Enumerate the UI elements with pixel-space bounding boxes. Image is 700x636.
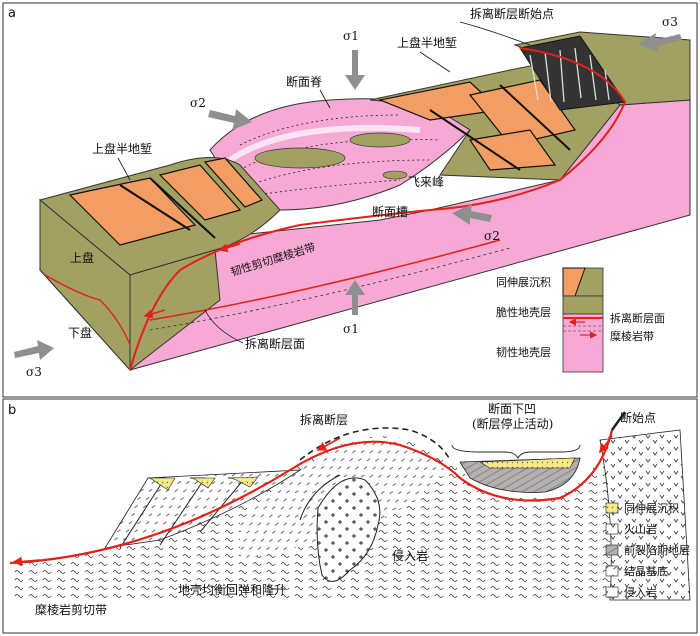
- panel-b-legend: 同伸展沉积 火山岩 前裂陷期地层 结晶基底 侵入岩: [605, 502, 690, 599]
- left-fault-blocks: [104, 469, 302, 549]
- panel-b: b 拆离断层 断面下凹 (断层停止活动) 断始点 侵: [2, 398, 698, 634]
- panel-a-legend: 同伸展沉积 脆性地壳层 韧性地壳层 拆离断层面 糜棱岩带: [496, 267, 665, 373]
- label-detachment-surface: 拆离断层面: [245, 336, 305, 351]
- sigma2-right-arrow: [452, 204, 492, 225]
- label-s1-bottom: σ1: [343, 322, 359, 336]
- panel-b-letter: b: [8, 403, 16, 418]
- label-halfgraben-left: 上盘半地堑: [92, 141, 152, 156]
- legend-a-brittle: 脆性地壳层: [496, 305, 551, 319]
- label-ridge: 断面脊: [286, 74, 322, 89]
- label-footwall: 下盘: [68, 325, 92, 340]
- label-depression-1: 断面下凹: [488, 401, 536, 416]
- detachment-fault-trace: [129, 47, 627, 371]
- legend-b-item-0: 同伸展沉积: [624, 502, 679, 515]
- label-detachment-start: 拆离断层断始点: [470, 6, 554, 21]
- shear-sense-arrow-1: [218, 243, 241, 253]
- label-s2-right: σ2: [484, 229, 500, 243]
- legend-b-item-4: 侵入岩: [624, 585, 657, 599]
- legend-b-item-1: 火山岩: [624, 522, 657, 536]
- label-hanging-wall: 上盘: [70, 250, 94, 265]
- label-mylonite-shear: 糜棱岩剪切带: [35, 602, 107, 617]
- legend-a-detachment: 拆离断层面: [610, 311, 665, 325]
- label-s2-left: σ2: [190, 96, 206, 110]
- slip-arrow-right: [599, 435, 613, 454]
- label-halfgraben-right: 上盘半地堑: [397, 35, 457, 50]
- sigma3-right-arrow: [638, 33, 682, 52]
- legend-b-item-3: 结晶基底: [624, 564, 668, 578]
- sigma1-bottom-arrow: [345, 280, 365, 315]
- shear-sense-arrow-2: [143, 309, 166, 319]
- label-intrusion: 侵入岩: [392, 548, 428, 563]
- detachment-fault-b: [9, 429, 614, 565]
- sigma3-left-arrow: [14, 340, 54, 360]
- panel-a-letter: a: [8, 6, 16, 21]
- label-depression-2: (断层停止活动): [472, 416, 553, 431]
- label-s3-left: σ3: [26, 365, 42, 379]
- legend-a-syn: 同伸展沉积: [496, 276, 551, 289]
- intrusion-body: [316, 477, 381, 582]
- sigma2-left-arrow: [208, 109, 252, 130]
- label-s3-right: σ3: [662, 15, 678, 29]
- label-s1-top: σ1: [343, 29, 359, 43]
- legend-a-mylonite: 糜棱岩带: [610, 329, 654, 343]
- label-isostatic: 地壳均衡回弹和隆升: [178, 582, 286, 597]
- label-fault-start: 断始点: [620, 410, 656, 425]
- label-klippe: 飞来峰: [408, 175, 444, 189]
- legend-b-item-2: 前裂陷期地层: [624, 543, 690, 557]
- label-trough: 断面槽: [372, 204, 408, 219]
- panel-a: a: [2, 2, 698, 398]
- sigma1-top-arrow: [345, 50, 365, 90]
- label-detachment-fault: 拆离断层: [300, 412, 348, 427]
- slip-arrow-top: [316, 437, 341, 451]
- legend-a-ductile: 韧性地壳层: [496, 345, 551, 359]
- slip-arrow-left: [12, 556, 41, 567]
